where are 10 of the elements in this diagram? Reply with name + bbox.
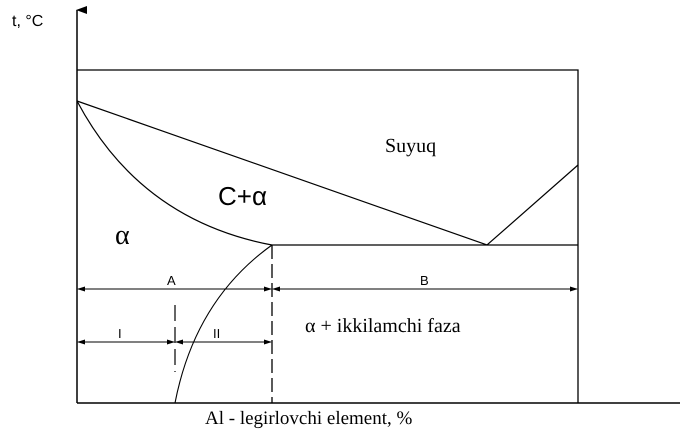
axis-label: t, °C [12,14,44,30]
axis-label: Al - legirlovchi element, % [205,409,412,428]
dimension-label: II [213,327,220,340]
dimension-label: I [118,327,122,340]
phase-label: α + ikkilamchi faza [305,316,461,336]
dimension-label: A [167,274,176,287]
phase-label: C+α [218,183,267,209]
phase-label: α [115,222,130,250]
dimension-label: B [420,274,429,287]
phase-label: Suyuq [385,136,436,156]
